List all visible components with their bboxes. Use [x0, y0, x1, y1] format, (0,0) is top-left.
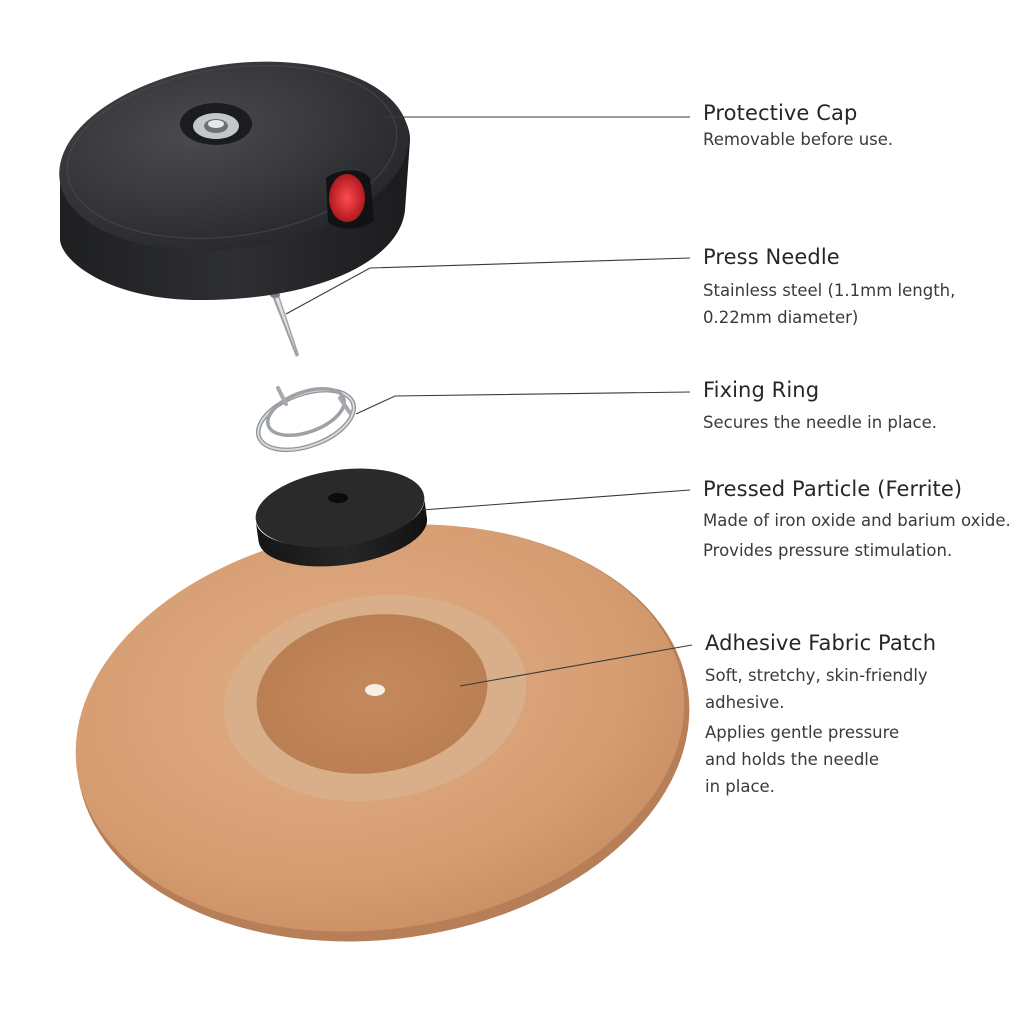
press-needle	[270, 292, 299, 357]
protective-cap	[59, 61, 410, 300]
label-description: adhesive.	[705, 693, 785, 712]
leader-line-patch	[459, 644, 693, 687]
label-pressed-particle: Pressed Particle (Ferrite) Made of iron …	[703, 476, 1011, 564]
cap-red-interior	[329, 174, 365, 222]
label-description: Secures the needle in place.	[703, 413, 938, 432]
label-title: Pressed Particle (Ferrite)	[703, 477, 963, 501]
label-title: Protective Cap	[703, 101, 858, 125]
adhesive-fabric-patch	[75, 524, 690, 942]
label-description: in place.	[705, 777, 775, 796]
leader-line-needle	[285, 257, 691, 315]
label-description: Soft, stretchy, skin-friendly	[705, 666, 928, 685]
label-press-needle: Press Needle Stainless steel (1.1mm leng…	[703, 244, 955, 331]
label-description: Made of iron oxide and barium oxide.	[703, 511, 1011, 530]
ferrite-hole	[328, 493, 348, 503]
label-description: 0.22mm diameter)	[703, 308, 859, 327]
ferrite-disc	[255, 468, 428, 567]
patch-needle-hole	[365, 684, 385, 696]
label-title: Fixing Ring	[703, 378, 820, 402]
label-description: Removable before use.	[703, 130, 894, 149]
label-adhesive-fabric-patch: Adhesive Fabric Patch Soft, stretchy, sk…	[705, 630, 936, 800]
label-title: Adhesive Fabric Patch	[705, 631, 937, 655]
leader-line-ring	[355, 391, 691, 415]
label-description: Provides pressure stimulation.	[703, 541, 953, 560]
label-description: Stainless steel (1.1mm length,	[703, 281, 956, 300]
label-fixing-ring: Fixing Ring Secures the needle in place.	[703, 377, 937, 436]
leader-lines	[285, 116, 693, 687]
leader-line-particle	[421, 489, 691, 511]
label-protective-cap: Protective Cap Removable before use.	[703, 100, 893, 153]
fixing-ring	[255, 386, 357, 453]
label-description: and holds the needle	[705, 750, 880, 769]
label-title: Press Needle	[703, 245, 840, 269]
label-description: Applies gentle pressure	[705, 723, 900, 742]
